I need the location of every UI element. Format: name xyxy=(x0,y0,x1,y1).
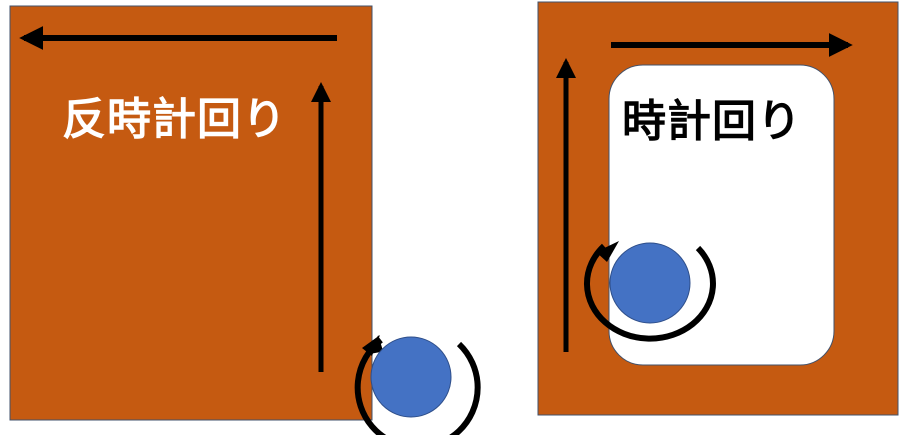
counterclockwise-label: 反時計回り xyxy=(62,94,287,145)
clockwise-rotation-icon xyxy=(583,241,716,342)
right-panel xyxy=(537,1,899,416)
left-panel xyxy=(9,5,481,435)
ball xyxy=(609,242,691,324)
counterclockwise-rotation-icon xyxy=(354,335,481,435)
ball xyxy=(370,336,452,418)
clockwise-label: 時計回り xyxy=(622,96,802,147)
left-wall-block xyxy=(9,5,373,421)
